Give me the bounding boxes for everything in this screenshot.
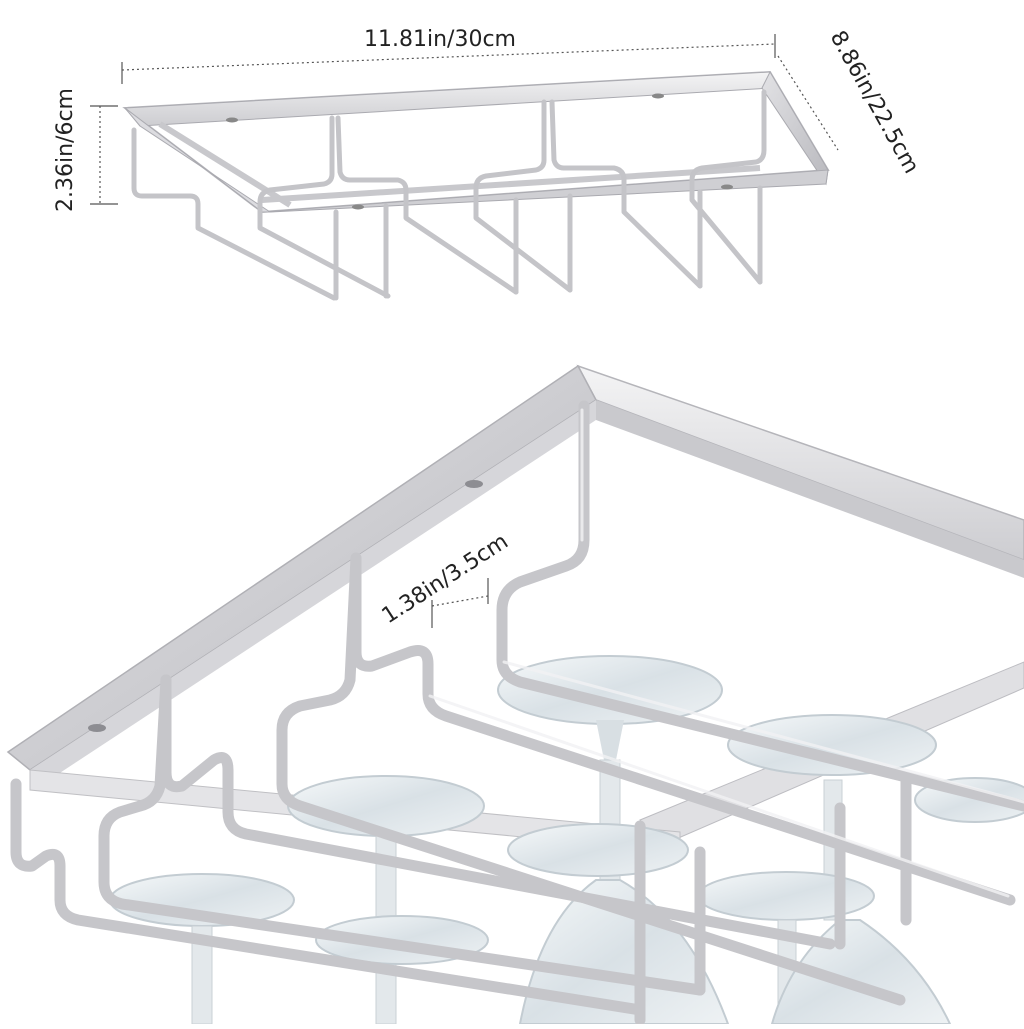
top-wire-rails	[131, 89, 767, 301]
closeup-wire-rails	[10, 400, 1024, 1026]
top-diagram: 11.81in/30cm 8.86in/22.5cm 2.36in/6cm	[53, 27, 924, 301]
height-dimension: 2.36in/6cm	[53, 88, 118, 212]
depth-dimension: 8.86in/22.5cm	[777, 27, 924, 178]
closeup-view: 1.38in/3.5cm	[6, 364, 1024, 1026]
width-dimension: 11.81in/30cm	[121, 27, 776, 84]
height-label: 2.36in/6cm	[53, 88, 78, 212]
width-label: 11.81in/30cm	[364, 27, 516, 52]
glass-4	[507, 823, 689, 877]
depth-label: 8.86in/22.5cm	[825, 27, 924, 178]
closeup-wire-highlights	[428, 408, 1024, 898]
